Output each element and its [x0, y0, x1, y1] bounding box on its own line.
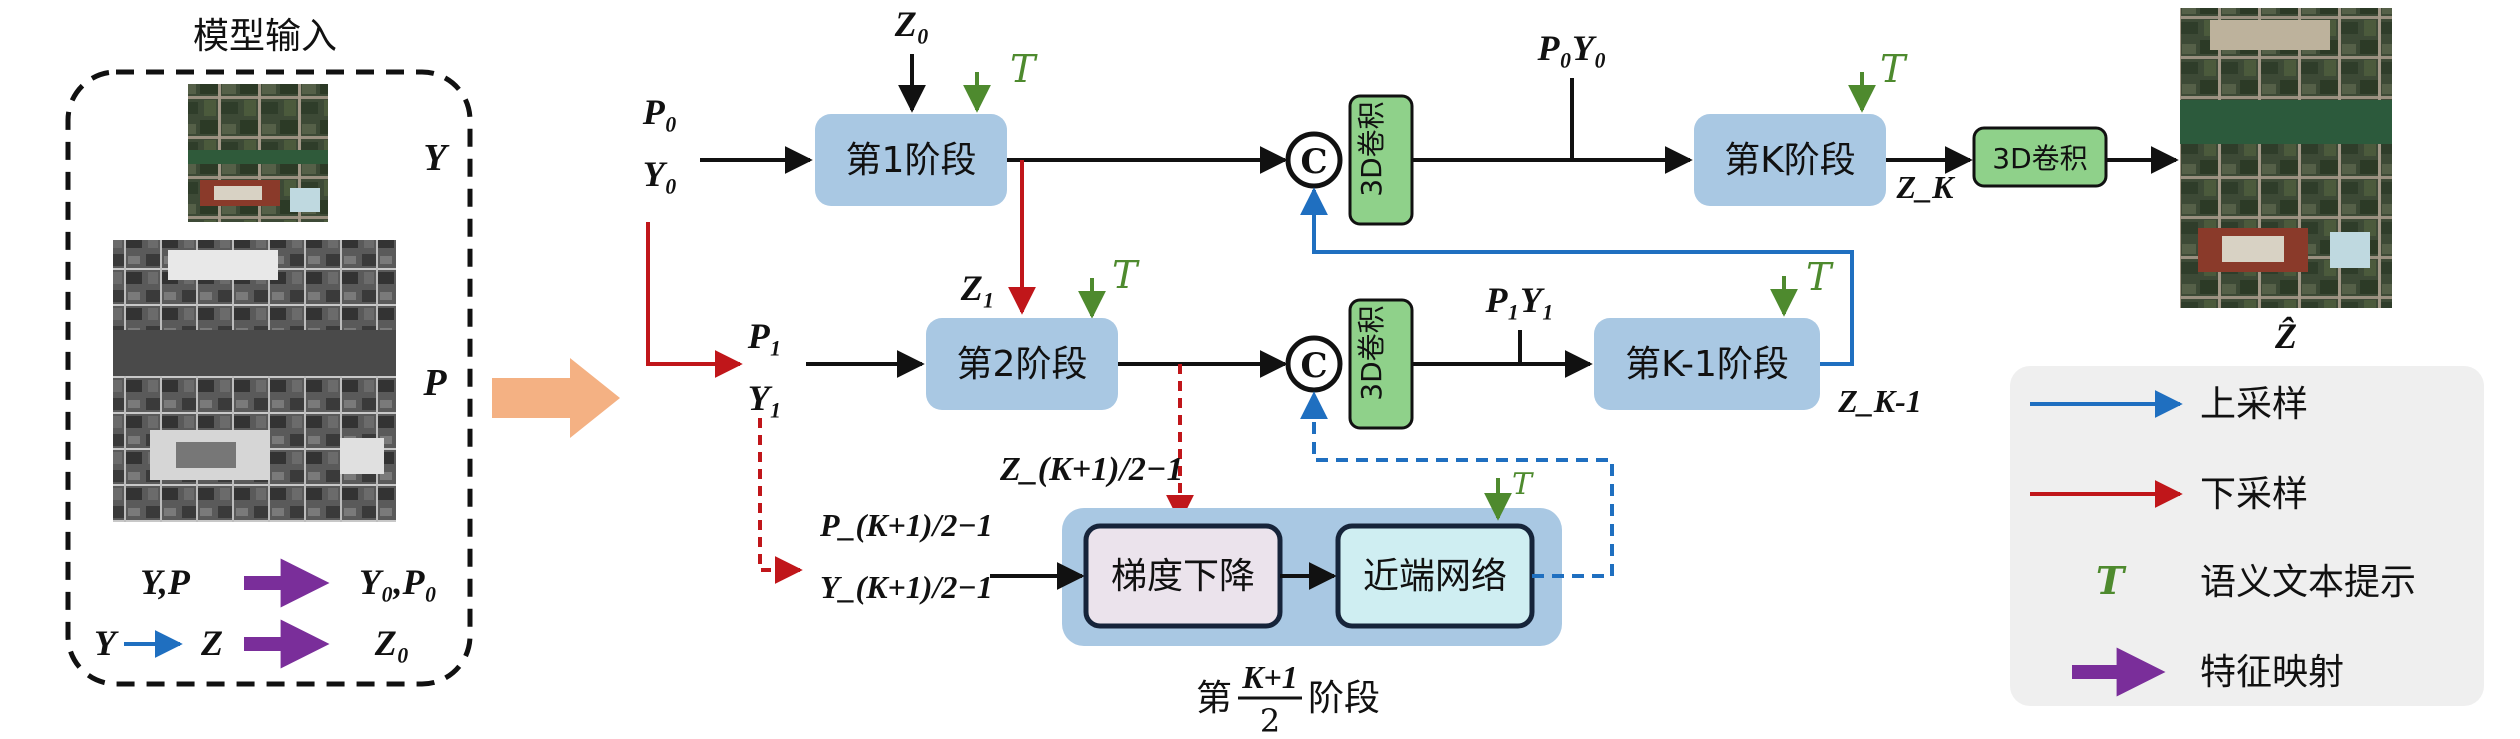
stagek1-label: 第K-1阶段 — [1625, 344, 1789, 385]
mid-caption-suffix: 阶段 — [1308, 678, 1380, 719]
legend-up-label: 上采样 — [2200, 384, 2308, 425]
output-image — [2180, 8, 2392, 308]
t-label-stagek1: T — [1806, 255, 1834, 299]
concat-label-1: C — [1300, 142, 1327, 182]
stage1-block — [815, 114, 1007, 206]
map2-z: Z — [200, 623, 223, 663]
concat-node-2 — [1285, 335, 1343, 393]
legend-t-symbol: T — [2096, 558, 2127, 603]
label-zmid: Z_(K+1)/2−1 — [999, 451, 1184, 488]
label-ymid: Y_(K+1)/2−1 — [820, 569, 993, 605]
downsample-dashed-row2-row3 — [758, 418, 803, 584]
map1-right: Y₀,P₀ — [359, 562, 437, 602]
stage1-label: 第1阶段 — [846, 140, 977, 181]
conv3d-block-final — [1972, 126, 2108, 188]
t-label-stage1: T — [1010, 47, 1038, 91]
input-panel-border — [65, 69, 473, 687]
upsample-arrow-row2-row1 — [1300, 187, 1854, 366]
map2-y: Y — [94, 623, 119, 663]
mid-caption-prefix: 第 — [1196, 678, 1232, 719]
t-label-mid: T — [1512, 467, 1534, 502]
map2-right: Z₀ — [374, 623, 410, 663]
concat-label-2: C — [1300, 346, 1327, 386]
label-y0: Y₀ — [643, 154, 678, 194]
mid-stage-caption: 第 K+1 2 阶段 — [1196, 659, 1380, 739]
input-image-p — [113, 240, 396, 522]
legend-feat-label: 特征映射 — [2200, 652, 2344, 693]
mid-caption-num: K+1 — [1241, 659, 1298, 695]
label-zk: Z_K — [1896, 169, 1957, 205]
conv3d-label-2: 3D卷积 — [1355, 305, 1388, 400]
label-p0: P₀ — [642, 92, 678, 132]
label-pmid: P_(K+1)/2−1 — [819, 507, 993, 543]
label-y1: Y₁ — [748, 378, 783, 418]
concat-node-1 — [1285, 131, 1343, 189]
t-label-stage2: T — [1112, 253, 1140, 297]
label-p1y1: P₁Y₁ — [1484, 280, 1554, 320]
label-p1: P₁ — [747, 316, 783, 356]
label-zk1: Z_K-1 — [1837, 383, 1922, 419]
stagek-label: 第K阶段 — [1724, 140, 1856, 181]
conv3d-label-1: 3D卷积 — [1355, 101, 1388, 196]
stage2-label: 第2阶段 — [957, 344, 1088, 385]
downsample-arrow-row1-row2 — [646, 222, 743, 378]
input-label-y: Y — [423, 137, 450, 179]
mid-caption-den: 2 — [1260, 702, 1280, 739]
stagek-block — [1694, 114, 1886, 206]
grad-descent-label: 梯度下降 — [1111, 556, 1255, 597]
legend: 上采样 下采样 T 语义文本提示 特征映射 — [2010, 366, 2484, 706]
label-z0: Z₀ — [894, 4, 930, 44]
map1-left: Y,P — [140, 562, 191, 602]
prox-net-label: 近端网络 — [1363, 556, 1507, 597]
stagek1-block — [1594, 318, 1820, 410]
input-panel-title: 模型输入 — [193, 16, 337, 57]
t-label-stagek: T — [1880, 47, 1908, 91]
label-zhat: Ẑ — [2274, 316, 2297, 356]
input-label-p: P — [422, 362, 447, 404]
conv3d-label-final: 3D卷积 — [1992, 142, 2087, 175]
legend-text-label: 语义文本提示 — [2200, 562, 2416, 603]
legend-down-label: 下采样 — [2200, 474, 2308, 515]
stage2-block — [926, 318, 1118, 410]
legend-box — [2010, 366, 2484, 706]
label-p0y0: P₀Y₀ — [1536, 28, 1606, 68]
input-panel: 模型输入 Y P Y,P Y₀,P₀ Y Z Z₀ — [65, 16, 473, 687]
label-z1: Z₁ — [960, 268, 996, 308]
big-flow-arrow — [492, 358, 620, 438]
input-image-y — [188, 84, 328, 222]
